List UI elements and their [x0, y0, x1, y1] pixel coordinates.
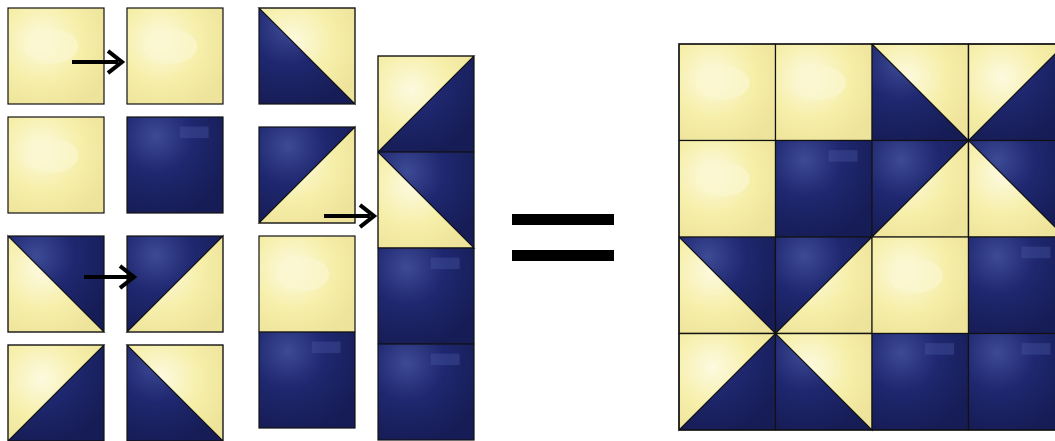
piece-left — [8, 117, 104, 213]
equals-bar-top — [512, 214, 614, 225]
dark-fabric-square — [259, 332, 355, 428]
block-cell-r2-c3 — [872, 141, 969, 238]
column-a-piece-4 — [259, 332, 355, 428]
piece-right — [127, 117, 223, 213]
pair-triangle-units-a — [8, 236, 223, 332]
piece-left — [8, 345, 104, 441]
block-cell-r2-c4 — [969, 141, 1055, 238]
fabric-texture — [431, 258, 460, 270]
pair-light-dark — [8, 117, 223, 213]
column-a-piece-3 — [259, 236, 355, 332]
fabric-texture — [1022, 247, 1051, 259]
block-cell-r4-c2 — [776, 334, 873, 431]
column-b-piece-1 — [378, 56, 474, 152]
pair-triangle-units-b — [8, 345, 223, 441]
block-cell-r2-c1 — [679, 141, 776, 238]
fabric-texture — [695, 65, 749, 100]
dark-fabric-square — [378, 248, 474, 344]
fabric-texture — [275, 257, 329, 292]
block-cell-r1-c3 — [872, 44, 969, 141]
fabric-texture — [24, 29, 78, 64]
block-cell-r4-c3 — [872, 334, 969, 431]
fabric-texture — [431, 354, 460, 366]
fabric-texture — [792, 65, 846, 100]
fabric-texture — [829, 150, 858, 162]
piece-right — [127, 236, 223, 332]
fabric-texture — [925, 343, 954, 355]
equals-sign — [512, 214, 614, 261]
block-cell-r3-c4 — [969, 237, 1055, 334]
column-b — [378, 56, 474, 440]
column-b-piece-3 — [378, 248, 474, 344]
block-cell-r4-c1 — [679, 334, 776, 431]
fabric-texture — [888, 258, 942, 293]
piece-right — [127, 8, 223, 104]
fabric-texture — [24, 138, 78, 173]
finished-quilt-block — [679, 44, 1055, 430]
column-a-piece-1 — [259, 8, 355, 104]
equals-bar-bottom — [512, 250, 614, 261]
piece-right — [127, 345, 223, 441]
dark-fabric-square — [378, 344, 474, 440]
block-cell-r2-c2 — [776, 141, 873, 238]
block-cell-r3-c3 — [872, 237, 969, 334]
block-cell-r1-c2 — [776, 44, 873, 141]
step1-pieces — [8, 8, 223, 441]
piece-left — [8, 236, 104, 332]
block-cell-r3-c1 — [679, 237, 776, 334]
block-cell-r4-c4 — [969, 334, 1055, 431]
column-b-piece-2 — [378, 152, 474, 248]
column-a-piece-2 — [259, 127, 355, 223]
fabric-texture — [1022, 343, 1051, 355]
column-b-piece-4 — [378, 344, 474, 440]
piece-left — [8, 8, 104, 104]
block-cell-r1-c4 — [969, 44, 1055, 141]
fabric-texture — [312, 342, 341, 354]
fabric-texture — [180, 127, 209, 139]
block-cell-r1-c1 — [679, 44, 776, 141]
fabric-texture — [695, 162, 749, 197]
fabric-texture — [143, 29, 197, 64]
block-cell-r3-c2 — [776, 237, 873, 334]
